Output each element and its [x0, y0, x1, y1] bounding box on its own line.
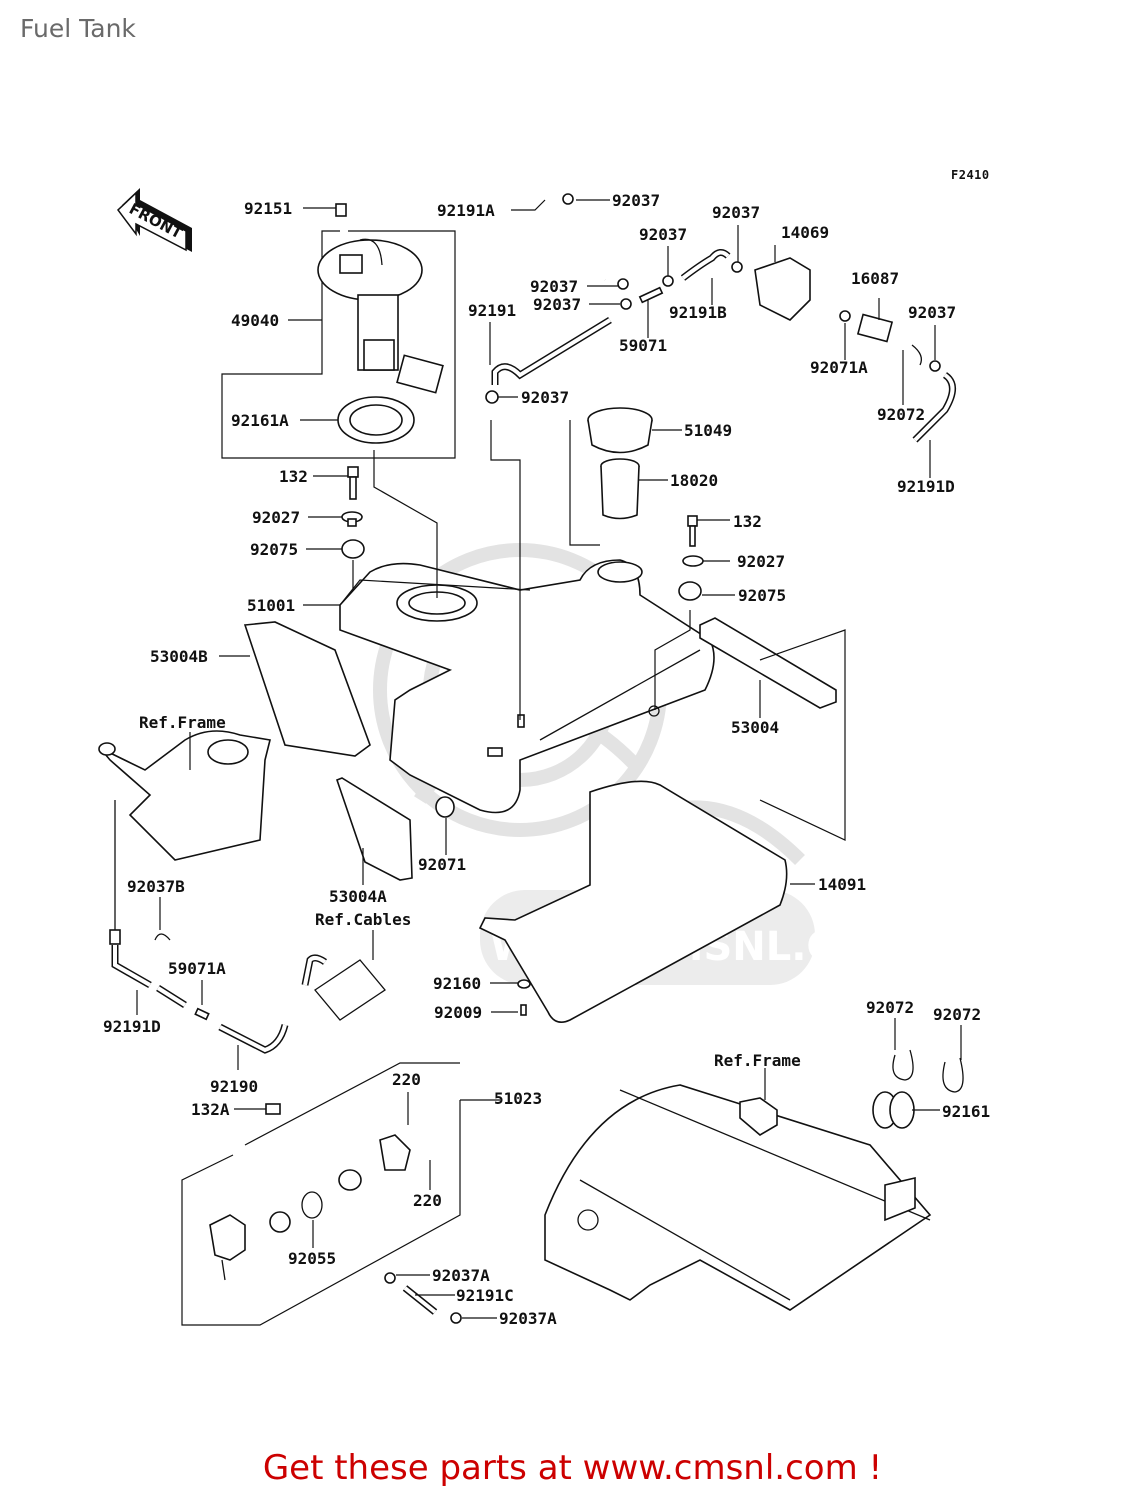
frame-reference-bottom-drawing — [544, 1084, 932, 1311]
part-label-92151[interactable]: 92151 — [244, 199, 292, 218]
part-label-132[interactable]: 132 — [733, 512, 762, 531]
part-label-92190[interactable]: 92190 — [210, 1077, 258, 1096]
part-label-53004A[interactable]: 53004A — [329, 887, 387, 906]
part-label-92037[interactable]: 92037 — [533, 295, 581, 314]
part-label-92037[interactable]: 92037 — [908, 303, 956, 322]
screw-92151-drawing — [335, 203, 347, 217]
reference-label-frame: Ref.Frame — [139, 713, 226, 732]
boot-92161-drawing — [872, 1091, 915, 1129]
part-label-92071[interactable]: 92071 — [418, 855, 466, 874]
leader-lines — [136, 199, 962, 1319]
reference-label-frame: Ref.Frame — [714, 1051, 801, 1070]
part-label-92037[interactable]: 92037 — [530, 277, 578, 296]
grommet-92071-drawing — [435, 796, 455, 818]
part-labels: 92151 49040 92161A 132 92027 92075 51001… — [103, 191, 990, 1328]
part-label-92191A[interactable]: 92191A — [437, 201, 495, 220]
part-label-51023[interactable]: 51023 — [494, 1089, 542, 1108]
fuel-valve-drawing — [209, 1103, 411, 1281]
part-label-92191B[interactable]: 92191B — [669, 303, 727, 322]
part-label-53004B[interactable]: 53004B — [150, 647, 208, 666]
gasket-92161A-drawing — [337, 396, 415, 444]
part-label-92191D[interactable]: 92191D — [897, 477, 955, 496]
part-label-92037[interactable]: 92037 — [612, 191, 660, 210]
part-label-220[interactable]: 220 — [392, 1070, 421, 1089]
part-label-92075[interactable]: 92075 — [250, 540, 298, 559]
part-label-92037[interactable]: 92037 — [521, 388, 569, 407]
part-label-92160[interactable]: 92160 — [433, 974, 481, 993]
part-label-92072[interactable]: 92072 — [933, 1005, 981, 1024]
fuel-pump-14069-drawing — [754, 257, 956, 443]
part-label-92161A[interactable]: 92161A — [231, 411, 289, 430]
part-label-18020[interactable]: 18020 — [670, 471, 718, 490]
washer-92160-drawing — [517, 979, 531, 989]
hose-routing-bottom-drawing — [109, 800, 328, 1054]
part-label-92037B[interactable]: 92037B — [127, 877, 185, 896]
part-label-92191[interactable]: 92191 — [468, 301, 516, 320]
part-label-132A[interactable]: 132A — [191, 1100, 230, 1119]
fuel-pump-assembly-bracket — [221, 230, 456, 459]
part-label-92161[interactable]: 92161 — [942, 1102, 990, 1121]
screw-92009-drawing — [520, 1004, 527, 1016]
frame-reference-top-drawing — [98, 730, 271, 861]
mount-hardware-right-drawing — [678, 515, 704, 601]
part-label-92037[interactable]: 92037 — [712, 203, 760, 222]
part-label-92055[interactable]: 92055 — [288, 1249, 336, 1268]
part-label-92191C[interactable]: 92191C — [456, 1286, 514, 1305]
part-label-51049[interactable]: 51049 — [684, 421, 732, 440]
part-label-92037A[interactable]: 92037A — [432, 1266, 490, 1285]
figure-code: F2410 — [951, 168, 990, 182]
hose-92191C-drawing — [384, 1272, 462, 1324]
part-label-92009[interactable]: 92009 — [434, 1003, 482, 1022]
cable-reference-drawing — [314, 959, 386, 1021]
mount-hardware-left-drawing — [341, 466, 365, 559]
reference-label-cables: Ref.Cables — [315, 910, 411, 929]
part-label-14091[interactable]: 14091 — [818, 875, 866, 894]
part-label-220[interactable]: 220 — [413, 1191, 442, 1210]
pad-53004A-drawing — [335, 777, 413, 881]
pad-53004B-drawing — [243, 621, 371, 757]
part-label-49040[interactable]: 49040 — [231, 311, 279, 330]
part-label-92072[interactable]: 92072 — [877, 405, 925, 424]
clamps-92072-drawing — [892, 1049, 964, 1093]
part-label-132[interactable]: 132 — [279, 467, 308, 486]
fuel-pump-drawing — [317, 238, 444, 394]
foam-strip-53004-drawing — [699, 617, 837, 709]
part-label-92027[interactable]: 92027 — [737, 552, 785, 571]
part-label-92071A[interactable]: 92071A — [810, 358, 868, 377]
part-label-59071[interactable]: 59071 — [619, 336, 667, 355]
page-title: Fuel Tank — [20, 14, 136, 43]
part-label-92037[interactable]: 92037 — [639, 225, 687, 244]
footer-promo-link[interactable]: Get these parts at www.cmsnl.com ! — [262, 1448, 883, 1488]
front-direction-arrow: FRONT — [116, 188, 192, 252]
part-label-59071A[interactable]: 59071A — [168, 959, 226, 978]
part-label-92075[interactable]: 92075 — [738, 586, 786, 605]
fuel-valve-assembly-bracket — [181, 1062, 500, 1326]
part-label-92072[interactable]: 92072 — [866, 998, 914, 1017]
fuel-tank-drawing — [339, 559, 715, 814]
filler-cap-drawing — [587, 407, 653, 520]
tank-guard-14091-drawing — [478, 780, 788, 1023]
part-label-14069[interactable]: 14069 — [781, 223, 829, 242]
part-label-53004[interactable]: 53004 — [731, 718, 779, 737]
part-label-92037A[interactable]: 92037A — [499, 1309, 557, 1328]
part-label-51001[interactable]: 51001 — [247, 596, 295, 615]
hose-routing-top-drawing — [485, 169, 941, 404]
foam-strip-bracket — [759, 629, 846, 841]
part-label-92191D[interactable]: 92191D — [103, 1017, 161, 1036]
part-label-92027[interactable]: 92027 — [252, 508, 300, 527]
part-label-16087[interactable]: 16087 — [851, 269, 899, 288]
